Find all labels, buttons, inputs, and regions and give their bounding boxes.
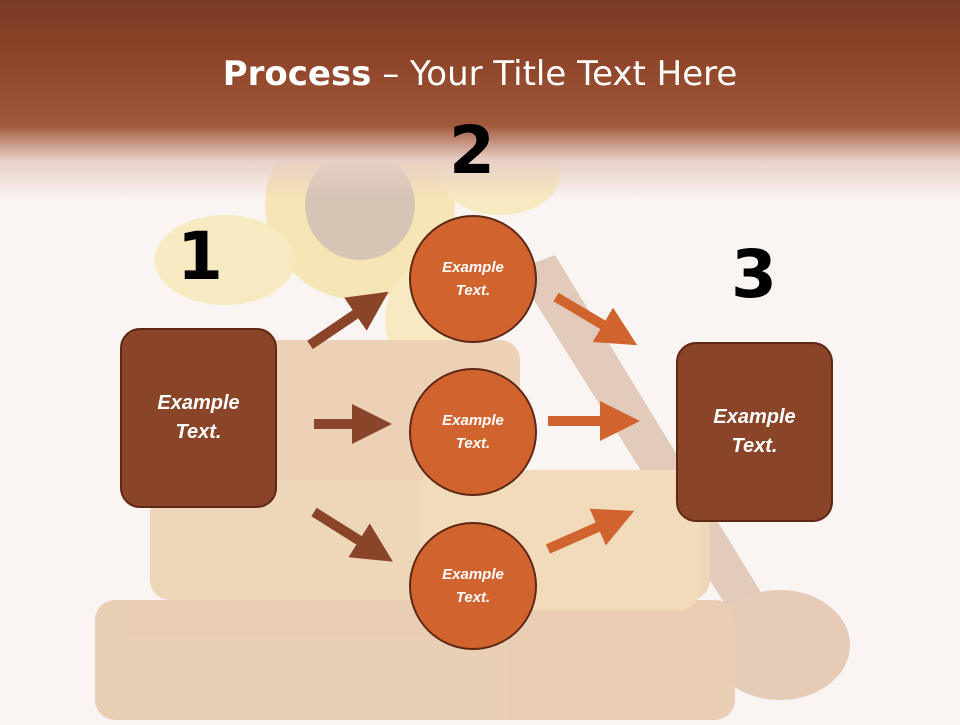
step-2-top-text: Example Text. bbox=[442, 259, 504, 299]
header-band bbox=[0, 0, 960, 200]
step-number-1: 1 bbox=[177, 218, 223, 295]
step-2-circle-middle: Example Text. bbox=[409, 368, 537, 496]
step-3-box: Example Text. bbox=[676, 342, 833, 522]
arrow-1-to-2-bottom bbox=[311, 507, 393, 562]
arrow-2-bottom-to-3 bbox=[545, 508, 635, 554]
step-number-2: 2 bbox=[449, 112, 495, 189]
arrow-1-to-2-top bbox=[307, 291, 389, 350]
step-2-bottom-text: Example Text. bbox=[442, 566, 504, 606]
slide-title: Process – Your Title Text Here bbox=[0, 52, 960, 96]
step-2-circle-top: Example Text. bbox=[409, 215, 537, 343]
step-1-box: Example Text. bbox=[120, 328, 277, 508]
step-2-circle-bottom: Example Text. bbox=[409, 522, 537, 650]
title-rest-part: – Your Title Text Here bbox=[371, 54, 738, 94]
step-number-3: 3 bbox=[731, 236, 777, 313]
step-2-middle-text: Example Text. bbox=[442, 412, 504, 452]
title-bold-part: Process bbox=[222, 54, 372, 94]
step-1-text: Example Text. bbox=[157, 392, 240, 443]
step-3-text: Example Text. bbox=[713, 406, 796, 457]
arrow-2-top-to-3 bbox=[553, 292, 638, 346]
